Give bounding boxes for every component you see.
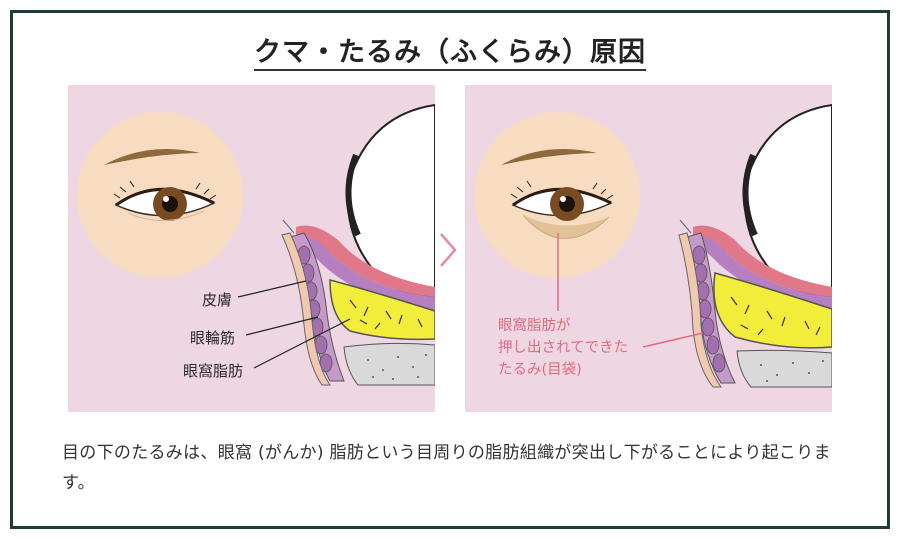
callout-line-2: 押し出されてできた xyxy=(498,340,629,356)
bone-texture xyxy=(367,354,427,380)
label-orbital-fat: 眼窩脂肪 xyxy=(183,362,244,380)
label-orbicularis: 眼輪筋 xyxy=(190,329,236,347)
label-skin: 皮膚 xyxy=(202,291,233,309)
title-underline xyxy=(254,69,646,71)
protruding-fat-cross-section xyxy=(474,103,832,388)
conjunctiva-layer xyxy=(296,225,435,297)
fat-septa xyxy=(730,296,821,336)
callout-line-1: 眼窩脂肪が xyxy=(498,318,571,334)
eyelashes xyxy=(510,180,614,200)
fat-septa xyxy=(349,299,423,330)
bone-texture xyxy=(760,360,824,382)
protruding-fat-callout: 眼窩脂肪が 押し出されてできた たるみ(目袋) xyxy=(498,315,668,381)
orbital-fat xyxy=(329,279,435,341)
orbital-bone xyxy=(343,342,435,386)
muscle-fibers xyxy=(692,245,726,373)
bulging-orbital-fat xyxy=(713,272,832,349)
cornea-edge xyxy=(345,153,361,237)
eye-highlight xyxy=(560,196,566,202)
cornea-edge xyxy=(742,153,758,237)
left-illustration-panel: 皮膚 眼輪筋 眼窩脂肪 xyxy=(68,85,435,412)
page-title: クマ・たるみ（ふくらみ）原因 xyxy=(254,37,646,68)
chevron-right-icon xyxy=(440,233,457,267)
skin-top-edge xyxy=(282,219,295,234)
eye-bag-outline xyxy=(522,214,610,239)
lower-eyelid-line xyxy=(127,210,205,222)
tarsal-layer xyxy=(296,236,435,311)
description-text: 目の下のたるみは、眼窩 (がんか) 脂肪という目周りの脂肪組織が突出し下がること… xyxy=(62,443,831,493)
outer-frame xyxy=(10,10,890,529)
muscle-leader xyxy=(245,316,319,336)
eyebrow xyxy=(501,149,597,165)
normal-eye-cross-section xyxy=(77,103,435,386)
conjunctiva-layer xyxy=(693,225,832,297)
skin-top-edge xyxy=(679,219,692,234)
skin-leader xyxy=(237,280,307,298)
eye-highlight xyxy=(163,196,169,202)
right-illustration-panel: 眼窩脂肪が 押し出されてできた たるみ(目袋) xyxy=(465,85,832,412)
fat-callout-leader xyxy=(642,332,704,348)
eyelashes xyxy=(113,180,217,200)
skin-layer xyxy=(678,232,722,388)
callout-line-3: たるみ(目袋) xyxy=(498,362,582,378)
skin-layer xyxy=(281,232,331,386)
fat-leader xyxy=(253,318,351,369)
tarsal-layer xyxy=(693,236,832,309)
orbital-bone xyxy=(736,349,832,388)
eyebrow xyxy=(104,149,200,165)
